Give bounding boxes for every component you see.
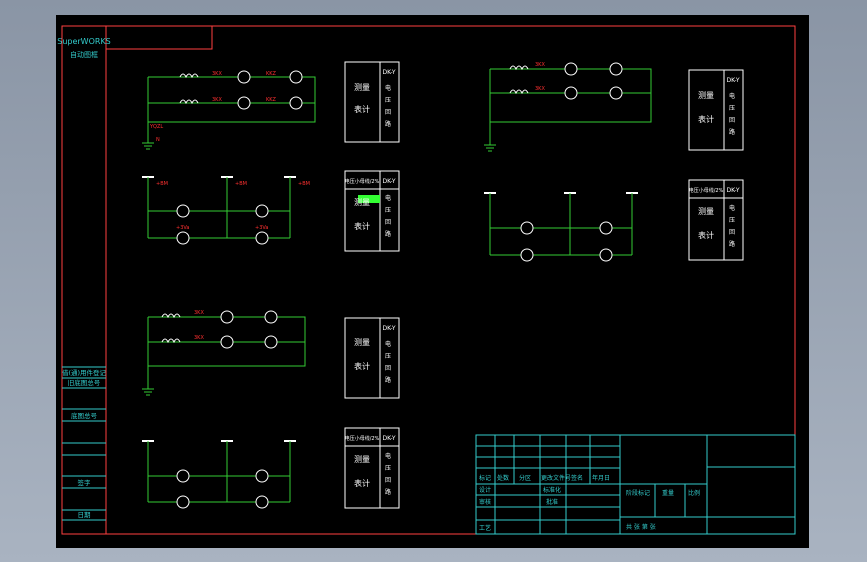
svg-text:DK-Y: DK-Y	[726, 187, 739, 194]
brand-line1: SuperWORKS	[57, 37, 111, 46]
svg-text:压: 压	[385, 97, 391, 104]
brand-line2: 自动图框	[70, 50, 98, 59]
svg-text:DK-Y: DK-Y	[382, 435, 395, 442]
svg-text:处数: 处数	[497, 474, 509, 482]
svg-text:工艺: 工艺	[479, 524, 491, 532]
sidebar-label-base: 底图总号	[71, 411, 98, 420]
svg-text:+BM: +BM	[156, 181, 168, 187]
svg-text:重量: 重量	[662, 489, 674, 497]
svg-text:电: 电	[385, 340, 391, 348]
svg-text:比例: 比例	[688, 489, 700, 497]
circuit-2[interactable]	[142, 176, 296, 245]
svg-text:路: 路	[729, 128, 735, 136]
svg-text:压: 压	[729, 105, 735, 112]
sidebar-label-old: 旧底图总号	[68, 378, 101, 387]
svg-text:电: 电	[729, 204, 735, 212]
svg-text:电: 电	[385, 452, 391, 460]
left-sidebar	[61, 25, 107, 535]
svg-text:回: 回	[385, 109, 391, 116]
svg-text:年月日: 年月日	[592, 474, 610, 482]
svg-text:路: 路	[729, 240, 735, 248]
svg-text:压: 压	[385, 353, 391, 360]
svg-text:批准: 批准	[546, 498, 558, 506]
svg-text:电: 电	[385, 194, 391, 202]
circuit-3[interactable]: 3KX 3KX	[142, 310, 306, 396]
svg-text:共 张 第 张: 共 张 第 张	[626, 523, 656, 531]
svg-text:+BM: +BM	[298, 181, 310, 187]
panel-2[interactable]: 电压小母线/2% DK-Y 测量 表计 电 压 回 路	[344, 170, 400, 252]
sidebar-label-date: 日期	[78, 511, 92, 519]
svg-text:YQZL: YQZL	[149, 124, 163, 130]
svg-text:KKZ: KKZ	[266, 71, 277, 77]
svg-text:路: 路	[385, 230, 391, 238]
title-block	[475, 434, 796, 535]
svg-text:表计: 表计	[354, 221, 370, 231]
svg-text:测量: 测量	[354, 83, 370, 92]
svg-text:3KX: 3KX	[212, 97, 222, 103]
svg-text:电压小母线/2%: 电压小母线/2%	[689, 187, 724, 194]
circuit-5[interactable]: 3KX 3KX	[484, 62, 652, 152]
svg-text:标记: 标记	[479, 474, 491, 482]
svg-text:回: 回	[729, 229, 735, 236]
svg-text:N: N	[156, 137, 160, 143]
svg-text:3KX: 3KX	[194, 310, 204, 316]
panel-1[interactable]: 测量 表计 DK-Y 电 压 回 路	[344, 61, 400, 143]
panel-5[interactable]: 测量 表计 DK-Y 电 压 回 路	[688, 69, 744, 151]
sidebar-label-reg: 借(通)用件登记	[62, 368, 107, 377]
panel-4[interactable]: 电压小母线/2% DK-Y 测量 表计 电 压 回 路	[344, 427, 400, 509]
svg-text:更改文件号: 更改文件号	[541, 474, 571, 482]
svg-text:回: 回	[385, 365, 391, 372]
svg-text:电压小母线/2%: 电压小母线/2%	[345, 435, 380, 442]
svg-text:+3Va: +3Va	[255, 225, 268, 231]
svg-text:DK-Y: DK-Y	[726, 77, 739, 84]
svg-text:测量: 测量	[354, 338, 370, 347]
svg-text:回: 回	[385, 219, 391, 226]
sidebar-boxes	[62, 366, 106, 521]
svg-text:路: 路	[385, 488, 391, 496]
svg-text:表计: 表计	[354, 361, 370, 371]
svg-text:电: 电	[729, 92, 735, 100]
svg-text:DK-Y: DK-Y	[382, 325, 395, 332]
panel-3[interactable]: 测量 表计 DK-Y 电 压 回 路	[344, 317, 400, 399]
svg-text:压: 压	[385, 207, 391, 214]
circuit-6[interactable]	[484, 192, 638, 262]
svg-text:阶段标记: 阶段标记	[626, 489, 650, 497]
svg-text:表计: 表计	[698, 114, 714, 124]
svg-text:+BM: +BM	[235, 181, 247, 187]
svg-text:电: 电	[385, 84, 391, 92]
svg-text:3KX: 3KX	[212, 71, 222, 77]
svg-text:设计: 设计	[479, 486, 491, 494]
svg-text:测量: 测量	[354, 455, 370, 464]
svg-text:测量: 测量	[698, 207, 714, 216]
svg-text:DK-Y: DK-Y	[382, 178, 395, 185]
svg-text:回: 回	[729, 117, 735, 124]
svg-text:测量: 测量	[698, 91, 714, 100]
svg-text:电压小母线/2%: 电压小母线/2%	[345, 178, 380, 185]
circuit-1[interactable]: 3KX KKZ 3KX KKZ YQZL N	[142, 70, 316, 150]
svg-text:标准化: 标准化	[543, 486, 561, 494]
svg-text:3KX: 3KX	[194, 335, 204, 341]
svg-text:表计: 表计	[698, 230, 714, 240]
circuit-4[interactable]	[142, 440, 296, 509]
svg-text:+3Va: +3Va	[176, 225, 189, 231]
sidebar-label-sign: 签字	[78, 478, 92, 487]
svg-text:表计: 表计	[354, 478, 370, 488]
svg-text:路: 路	[385, 376, 391, 384]
svg-text:回: 回	[385, 477, 391, 484]
svg-text:测量: 测量	[354, 198, 370, 207]
svg-text:审核: 审核	[479, 498, 491, 506]
svg-text:压: 压	[729, 217, 735, 224]
svg-text:DK-Y: DK-Y	[382, 69, 395, 76]
panel-6[interactable]: 电压小母线/2% DK-Y 测量 表计 电 压 回 路	[688, 179, 744, 261]
svg-text:压: 压	[385, 465, 391, 472]
svg-text:路: 路	[385, 120, 391, 128]
drawing-canvas[interactable]	[56, 15, 809, 548]
svg-text:3KX: 3KX	[535, 62, 545, 68]
svg-text:表计: 表计	[354, 104, 370, 114]
svg-text:签名: 签名	[571, 474, 583, 482]
svg-text:KKZ: KKZ	[266, 97, 277, 103]
svg-text:分区: 分区	[519, 474, 531, 482]
svg-text:3KX: 3KX	[535, 86, 545, 92]
